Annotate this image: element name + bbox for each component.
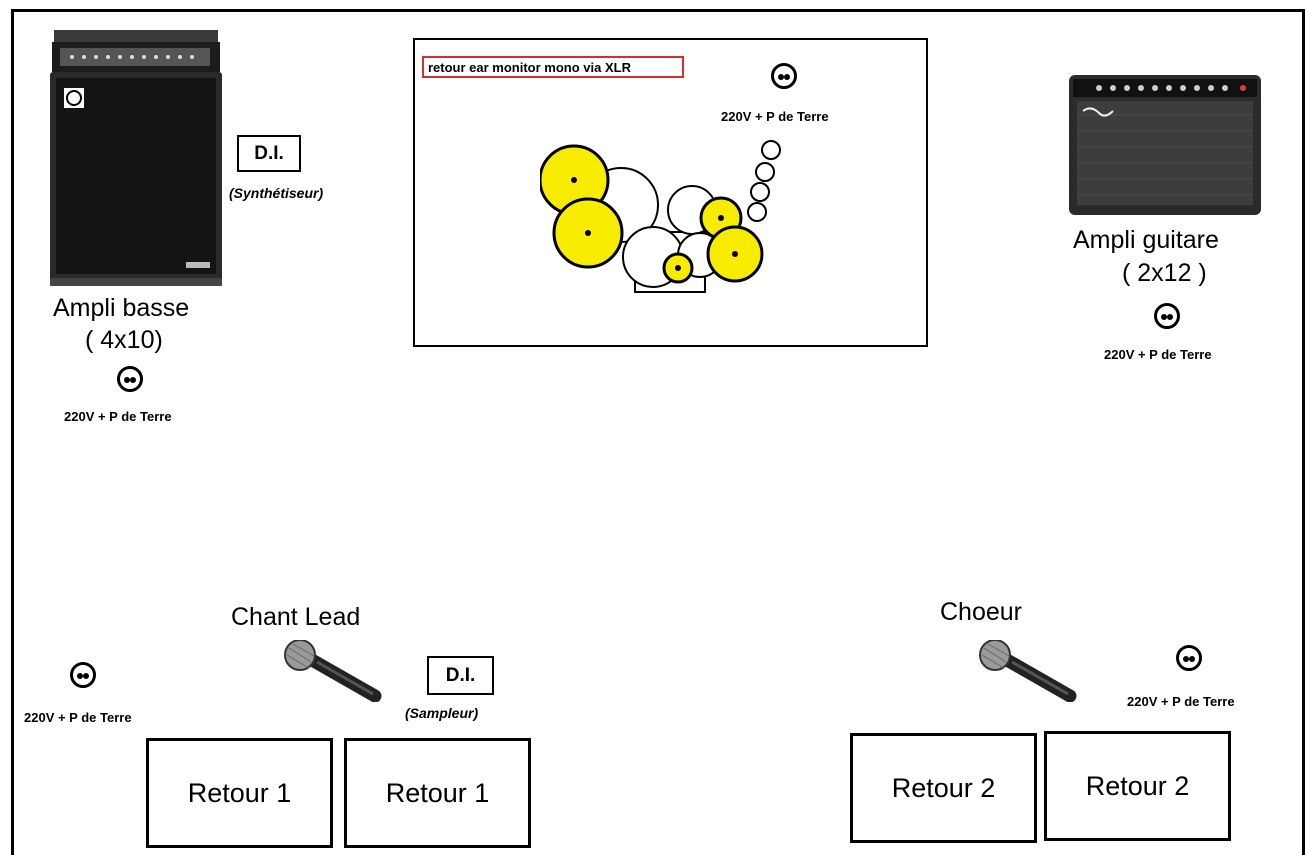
lead-power-label: 220V + P de Terre bbox=[24, 710, 132, 725]
monitor-retour-2-right: Retour 2 bbox=[1044, 731, 1231, 841]
drum-area bbox=[413, 38, 928, 347]
power-outlet-icon bbox=[1154, 303, 1180, 329]
microphone-icon bbox=[284, 640, 382, 702]
choir-power-label: 220V + P de Terre bbox=[1127, 694, 1235, 709]
lead-di-box: D.I. bbox=[427, 656, 494, 695]
power-outlet-icon bbox=[771, 63, 797, 89]
guitar-power-label: 220V + P de Terre bbox=[1104, 347, 1212, 362]
bass-amp-icon bbox=[50, 30, 222, 286]
monitor-retour-2-left: Retour 2 bbox=[850, 733, 1037, 843]
stage-outline bbox=[11, 9, 1305, 855]
power-outlet-icon bbox=[117, 366, 143, 392]
monitor-retour-1-left: Retour 1 bbox=[146, 738, 333, 848]
bass-di-source-label: (Synthétiseur) bbox=[229, 185, 324, 201]
drum-power-label: 220V + P de Terre bbox=[721, 109, 829, 124]
guitar-amp-icon bbox=[1069, 75, 1261, 215]
monitor-retour-1-right: Retour 1 bbox=[344, 738, 531, 848]
microphone-icon bbox=[979, 640, 1077, 702]
bass-power-label: 220V + P de Terre bbox=[64, 409, 172, 424]
bass-amp-size: ( 4x10) bbox=[85, 326, 163, 354]
ear-monitor-note: retour ear monitor mono via XLR bbox=[422, 56, 684, 78]
lead-vocal-label: Chant Lead bbox=[231, 603, 361, 631]
guitar-amp-label: Ampli guitare bbox=[1073, 226, 1219, 254]
guitar-amp-size: ( 2x12 ) bbox=[1122, 259, 1207, 287]
lead-di-source-label: (Sampleur) bbox=[405, 705, 479, 721]
power-outlet-icon bbox=[70, 662, 96, 688]
bass-di-box: D.I. bbox=[237, 135, 301, 172]
power-outlet-icon bbox=[1176, 645, 1202, 671]
choir-label: Choeur bbox=[940, 598, 1022, 626]
bass-amp-label: Ampli basse bbox=[53, 294, 190, 322]
drum-kit-icon bbox=[540, 140, 781, 293]
